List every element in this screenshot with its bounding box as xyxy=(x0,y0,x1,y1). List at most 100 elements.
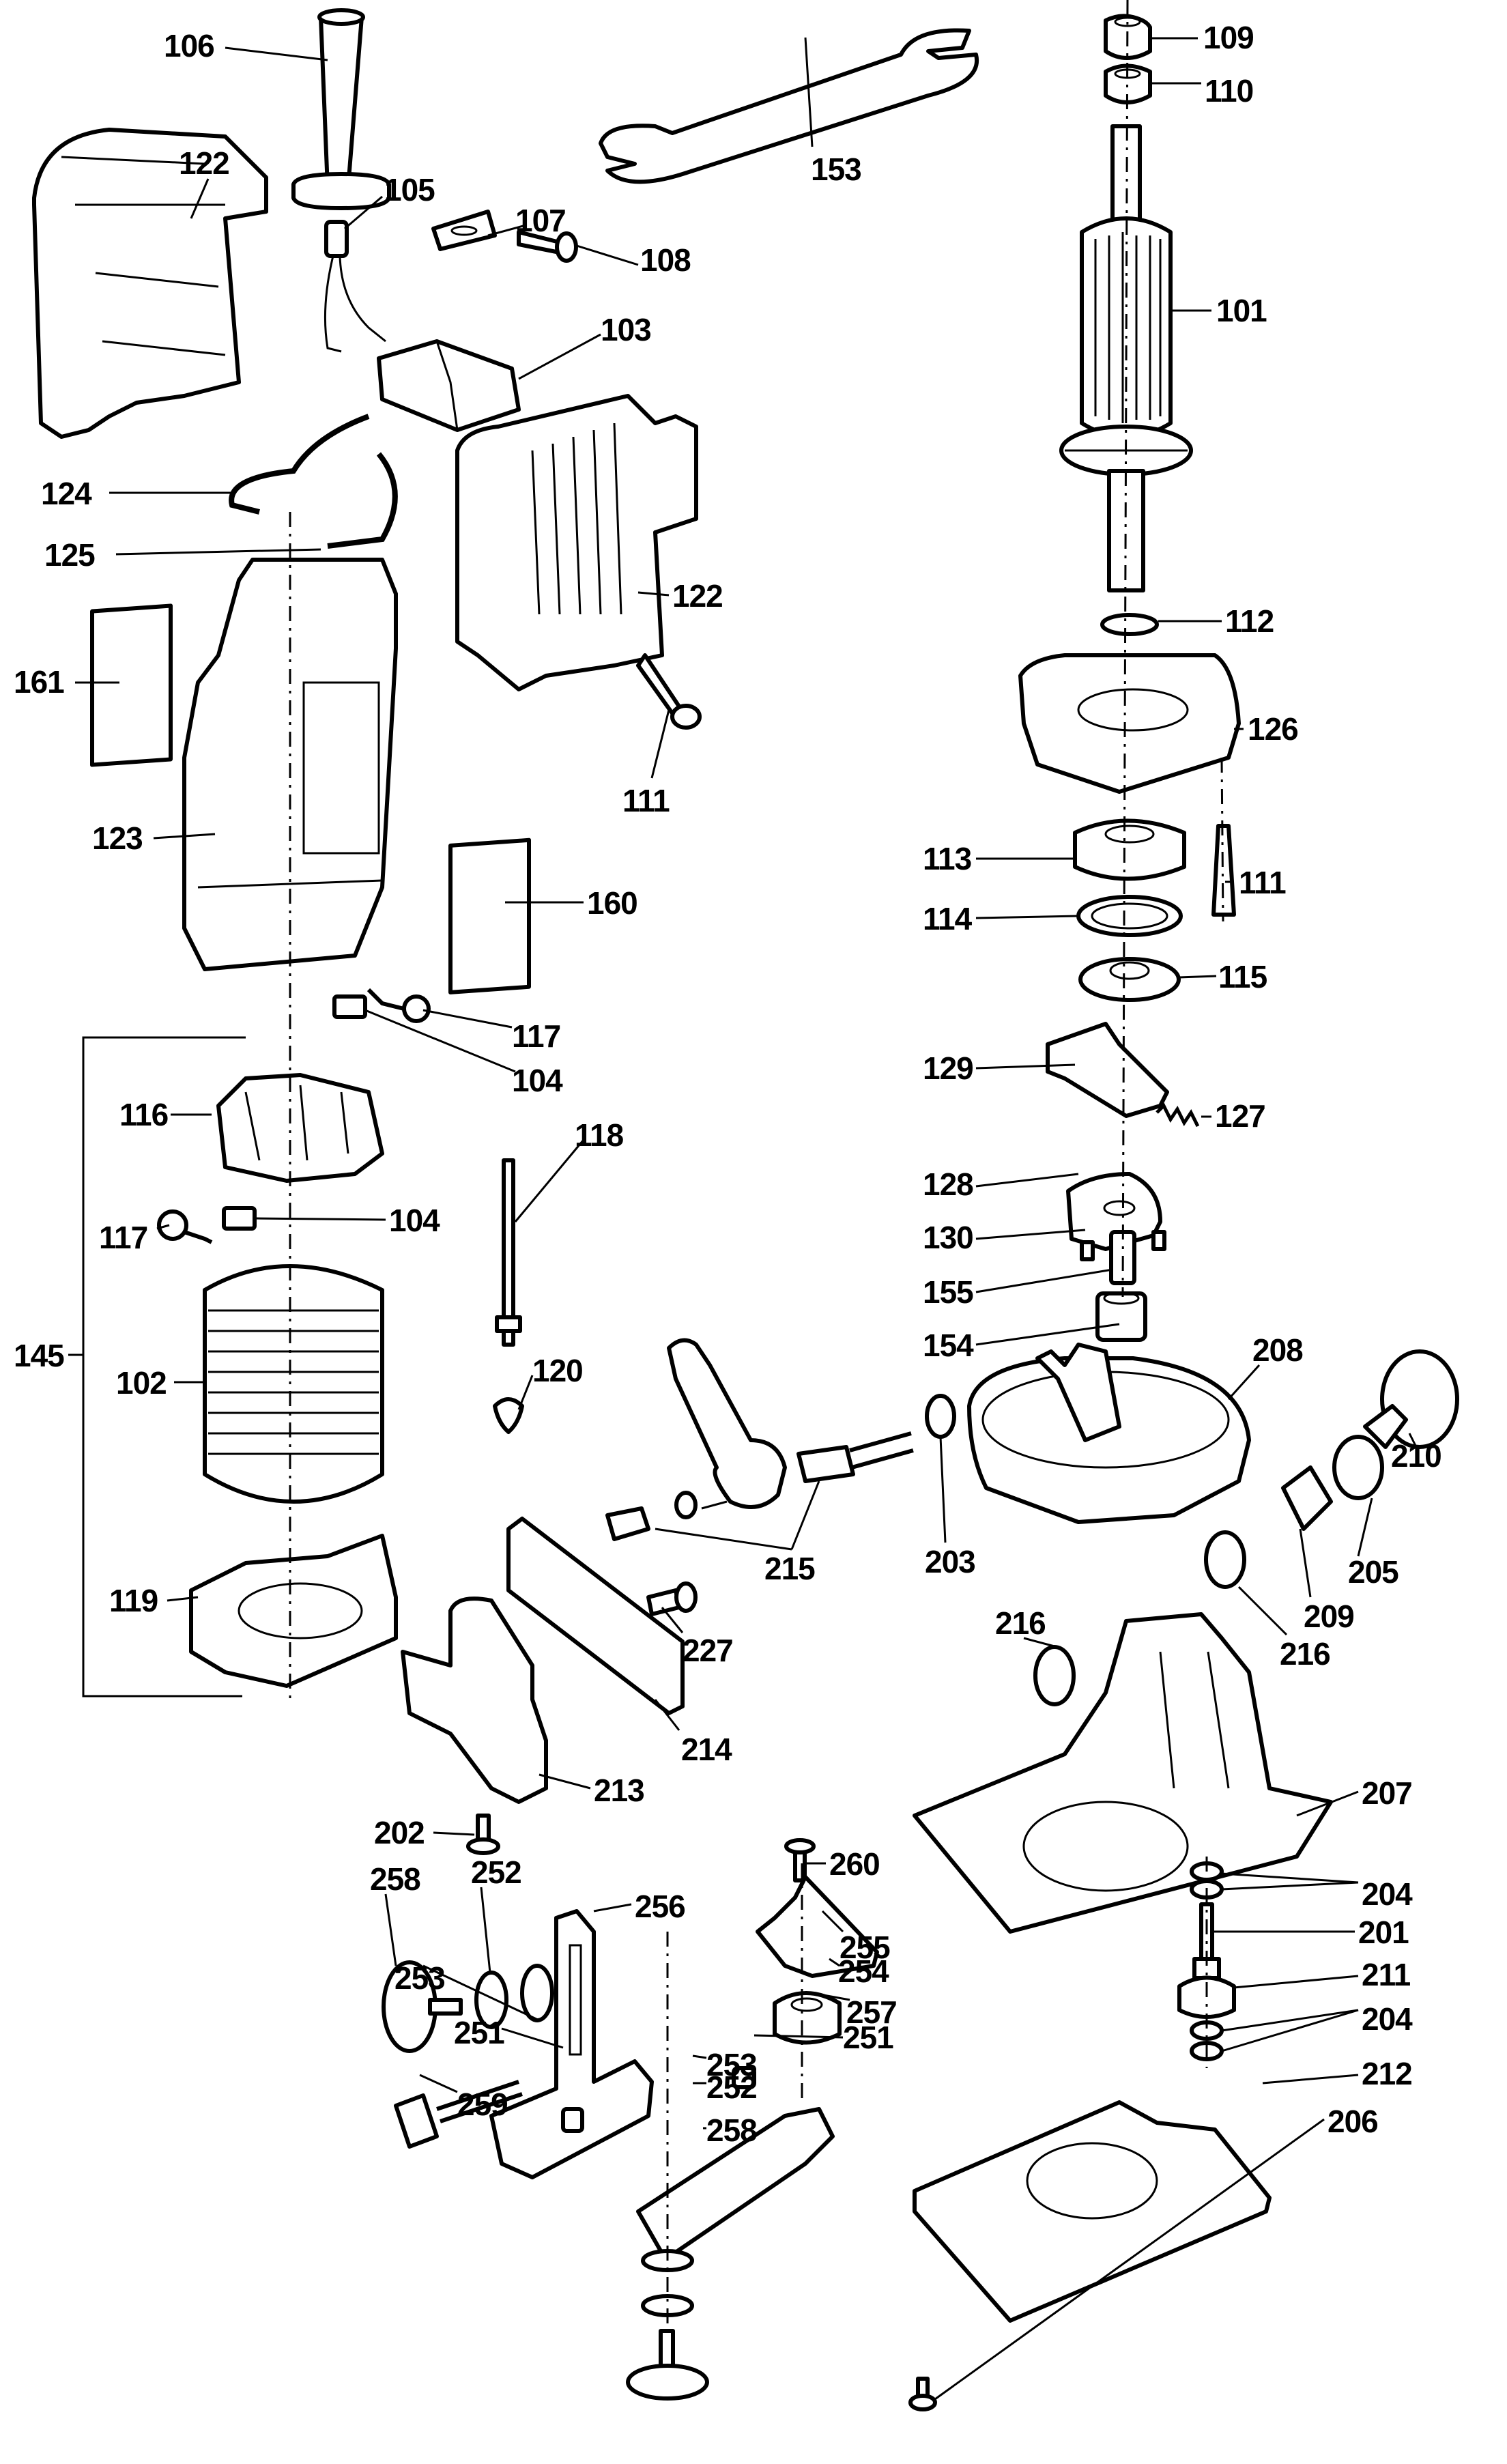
brush-spring-117-lower xyxy=(157,1209,213,1244)
spanner-wrench-153 xyxy=(599,28,979,184)
part-label-106: 106 xyxy=(164,28,215,63)
ball-bearing-110 xyxy=(1104,63,1152,104)
leader-line-253 xyxy=(422,1964,540,2022)
screw-130 xyxy=(1080,1230,1166,1261)
base-clamp-ring-208 xyxy=(967,1343,1251,1524)
handle-grip-106 xyxy=(291,8,391,210)
leader-line-118 xyxy=(514,1139,585,1222)
leader-line-210 xyxy=(1408,1433,1418,1448)
part-label-252: 252 xyxy=(706,2069,758,2105)
part-label-216: 216 xyxy=(995,1605,1046,1641)
leader-line-154 xyxy=(975,1323,1120,1346)
leader-line-214 xyxy=(654,1699,680,1731)
bushing-209 xyxy=(1281,1465,1333,1531)
guide-plate-214 xyxy=(506,1517,685,1715)
leader-line-122 xyxy=(190,178,210,219)
part-label-211: 211 xyxy=(1362,1957,1411,1992)
leader-line-203 xyxy=(939,1436,947,1543)
spring-127 xyxy=(1156,1102,1200,1128)
part-label-145: 145 xyxy=(14,1338,65,1373)
leader-line-204 xyxy=(1221,2009,1359,2032)
part-label-104: 104 xyxy=(512,1063,563,1098)
leader-line-251 xyxy=(501,2027,564,2049)
part-label-209: 209 xyxy=(1304,1599,1355,1634)
washer-203 xyxy=(925,1394,956,1439)
leader-line-123 xyxy=(153,833,216,840)
knurled-nut-211 xyxy=(1177,1975,1236,2019)
leader-line-128 xyxy=(975,1173,1079,1188)
cable-105 xyxy=(324,220,386,353)
part-label-201: 201 xyxy=(1358,1915,1409,1950)
part-label-204: 204 xyxy=(1362,2001,1413,2037)
leader-line-258 xyxy=(384,1893,397,1966)
washer-216-left xyxy=(1033,1645,1076,1706)
part-label-154: 154 xyxy=(923,1328,974,1363)
bearing-plate-115 xyxy=(1078,957,1181,1002)
part-label-155: 155 xyxy=(923,1274,974,1310)
part-label-115: 115 xyxy=(1218,959,1267,994)
part-label-123: 123 xyxy=(92,820,143,856)
part-label-118: 118 xyxy=(575,1117,624,1153)
screw-111-upper xyxy=(636,653,702,730)
leader-line-256 xyxy=(593,1903,632,1913)
leader-line-227 xyxy=(661,1607,684,1633)
part-label-161: 161 xyxy=(14,664,65,700)
trimmer-base-207 xyxy=(913,1612,1333,1934)
leader-line-111 xyxy=(650,709,670,779)
screw-202 xyxy=(466,1814,500,1855)
leader-line-207 xyxy=(1296,1790,1359,1817)
part-label-206: 206 xyxy=(1327,2104,1379,2139)
leader-line-129 xyxy=(975,1063,1076,1070)
handle-housing-left-122 xyxy=(32,128,268,439)
brush-spring-117-upper xyxy=(367,988,431,1023)
leader-line-215 xyxy=(701,1500,728,1510)
screw-227 xyxy=(646,1581,698,1616)
part-label-117: 117 xyxy=(512,1018,561,1054)
part-label-109: 109 xyxy=(1203,20,1254,55)
screw-260 xyxy=(784,1838,816,1882)
part-label-207: 207 xyxy=(1362,1775,1413,1811)
lock-plate-128 xyxy=(1066,1172,1162,1251)
part-label-103: 103 xyxy=(601,312,652,347)
knob-258-left xyxy=(382,1960,463,2053)
part-label-101: 101 xyxy=(1216,293,1267,328)
axis-line-screw xyxy=(1220,757,1224,922)
part-label-129: 129 xyxy=(923,1050,974,1086)
leader-line-204 xyxy=(1221,1881,1359,1891)
leader-line-105 xyxy=(344,195,383,230)
baffle-119 xyxy=(189,1534,398,1688)
nut-120 xyxy=(493,1397,524,1434)
assembly-bracket-145 xyxy=(68,1036,246,1697)
part-label-124: 124 xyxy=(41,476,92,511)
leader-line-255 xyxy=(821,1910,844,1933)
leader-line-115 xyxy=(1178,975,1217,979)
nut-251-left xyxy=(561,2107,584,2133)
knob-258-lower xyxy=(626,2329,709,2401)
carbon-brush-104-lower xyxy=(222,1206,257,1231)
part-label-104: 104 xyxy=(389,1203,440,1238)
leader-line-254 xyxy=(829,1958,840,1967)
part-label-254: 254 xyxy=(838,1953,889,1989)
fence-bracket-213 xyxy=(401,1596,548,1804)
part-label-258: 258 xyxy=(370,1861,421,1897)
washer-216-right xyxy=(1204,1530,1246,1589)
part-label-205: 205 xyxy=(1348,1554,1399,1590)
part-label-253: 253 xyxy=(706,2047,758,2082)
roller-bearing-254 xyxy=(773,1991,842,2045)
leader-line-253 xyxy=(692,2054,707,2059)
leader-line-120 xyxy=(517,1375,534,1410)
leader-lines xyxy=(75,37,1418,2401)
thumb-screw-259 xyxy=(394,2080,523,2149)
leader-line-130 xyxy=(975,1229,1086,1240)
part-label-227: 227 xyxy=(683,1633,734,1668)
leader-line-103 xyxy=(518,333,601,380)
part-label-215: 215 xyxy=(764,1551,816,1586)
field-stator-102 xyxy=(203,1264,384,1504)
brush-holder-116 xyxy=(216,1073,384,1183)
roller-bracket-255 xyxy=(756,1875,879,1978)
leader-line-104 xyxy=(255,1217,386,1221)
part-label-208: 208 xyxy=(1252,1332,1304,1368)
part-label-126: 126 xyxy=(1248,711,1299,747)
part-label-251: 251 xyxy=(843,2020,894,2055)
